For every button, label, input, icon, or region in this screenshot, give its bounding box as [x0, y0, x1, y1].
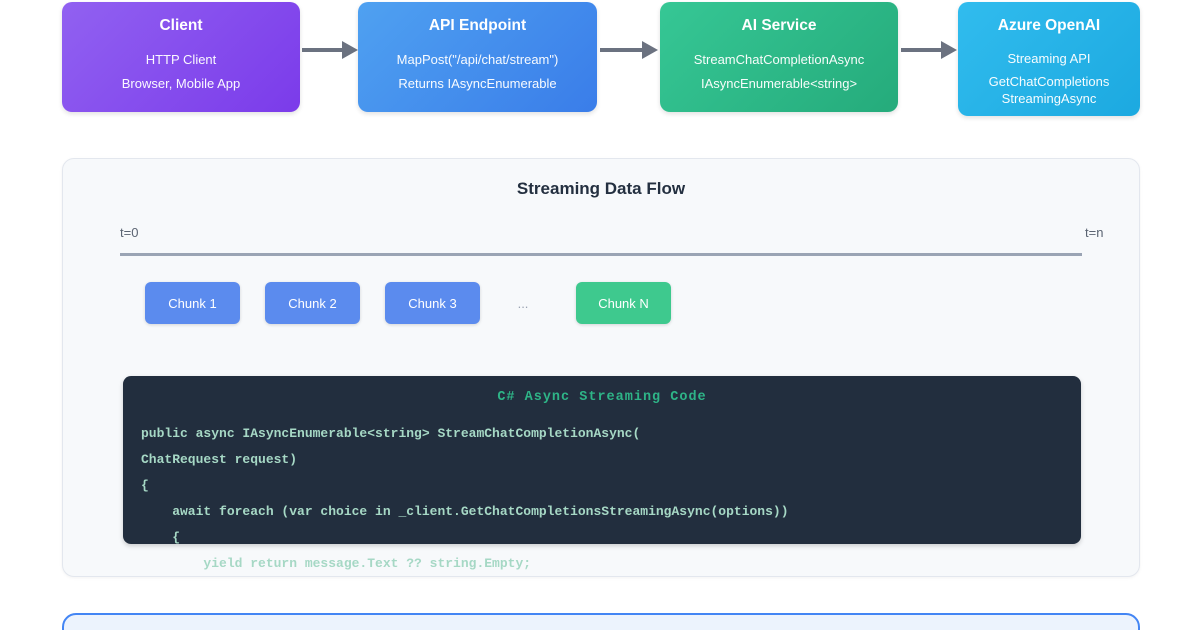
flow-arrow-2: [600, 41, 658, 59]
arrow-right-icon: [642, 41, 658, 59]
flow-box-subline: GetChatCompletions StreamingAsync: [988, 74, 1110, 107]
arrow-right-icon: [342, 41, 358, 59]
flow-box-ai-service: AI Service StreamChatCompletionAsync IAs…: [660, 2, 898, 112]
flow-box-subline: Streaming API: [1007, 51, 1091, 66]
flow-box-title: Client: [159, 17, 203, 34]
arrow-right-icon: [941, 41, 957, 59]
code-line: {: [141, 530, 181, 545]
flow-box-subline: HTTP Client: [145, 52, 217, 67]
streaming-panel: Streaming Data Flow t=0 t=n Chunk 1 Chun…: [62, 158, 1140, 577]
flow-box-api-endpoint: API Endpoint MapPost("/api/chat/stream")…: [358, 2, 597, 112]
flow-arrow-1: [302, 41, 358, 59]
code-line: {: [141, 478, 149, 493]
code-lines: public async IAsyncEnumerable<string> St…: [123, 421, 1081, 577]
chunk-2: Chunk 2: [265, 282, 360, 324]
code-line: yield return message.Text ?? string.Empt…: [141, 556, 532, 571]
arrow-line: [901, 48, 941, 52]
arrow-line: [302, 48, 342, 52]
timeline-end-label: t=n: [1085, 225, 1104, 240]
code-line: ChatRequest request): [141, 452, 298, 467]
chunk-1: Chunk 1: [145, 282, 240, 324]
flow-box-subline: IAsyncEnumerable<string>: [700, 76, 858, 92]
timeline-line: [120, 253, 1082, 256]
flow-box-subline: Browser, Mobile App: [121, 76, 241, 92]
chunks-ellipsis: ...: [517, 295, 529, 311]
flow-arrow-3: [901, 41, 957, 59]
code-line: await foreach (var choice in _client.Get…: [141, 504, 789, 519]
code-block-title: C# Async Streaming Code: [497, 390, 707, 405]
flow-box-title: AI Service: [741, 17, 817, 34]
chunk-n: Chunk N: [576, 282, 671, 324]
flow-box-title: Azure OpenAI: [997, 17, 1101, 34]
flow-box-subline: StreamChatCompletionAsync: [693, 52, 865, 67]
flow-box-subline: MapPost("/api/chat/stream"): [396, 52, 559, 67]
code-block: C# Async Streaming Code public async IAs…: [123, 376, 1081, 571]
arrow-line: [600, 48, 642, 52]
flow-box-client: Client HTTP Client Browser, Mobile App: [62, 2, 300, 112]
timeline-start-label: t=0: [120, 225, 139, 240]
flow-box-subline: Returns IAsyncEnumerable: [398, 76, 557, 92]
flow-box-title: API Endpoint: [428, 17, 527, 34]
chunk-3: Chunk 3: [385, 282, 480, 324]
code-line: public async IAsyncEnumerable<string> St…: [141, 426, 641, 441]
panel-title: Streaming Data Flow: [516, 179, 686, 198]
next-section-panel: [62, 613, 1140, 630]
flow-box-azure-openai: Azure OpenAI Streaming API GetChatComple…: [958, 2, 1140, 116]
